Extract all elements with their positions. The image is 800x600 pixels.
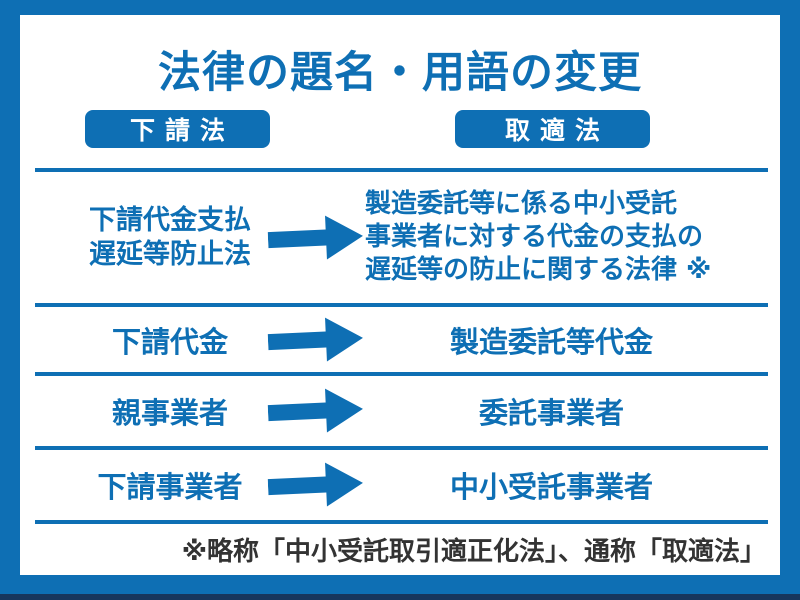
term-row-subcontractor: 下請事業者 中小受託事業者 [35, 446, 768, 520]
old-term-line: 下請代金支払 [89, 204, 251, 236]
arrow-cell [265, 388, 365, 434]
footnote: ※略称「中小受託取引適正化法」、通称「取適法」 [181, 537, 766, 567]
title-area: 法律の題名・用語の変更 [20, 15, 780, 110]
old-term-payment: 下請代金 [111, 324, 228, 359]
right-arrow-icon [267, 388, 363, 433]
law-name-badges: 下請法 取適法 [20, 110, 780, 168]
term-row-payment: 下請代金 製造委託等代金 [35, 303, 768, 372]
arrow-cell [265, 215, 365, 261]
term-row-law-title: 下請代金支払 遅延等防止法 製造委託等に係る中小受託 事業者に対する代金の支払の… [35, 168, 768, 303]
new-term-law-title: 製造委託等に係る中小受託 事業者に対する代金の支払の 遅延等の防止に関する法律 … [365, 188, 768, 287]
new-term-line: 遅延等の防止に関する法律 ※ [365, 255, 712, 285]
right-arrow-icon [267, 462, 363, 507]
new-term-line: 事業者に対する代金の支払の [365, 222, 704, 252]
old-term-law-title: 下請代金支払 遅延等防止法 [35, 204, 265, 272]
old-term-line: 遅延等防止法 [89, 238, 251, 270]
arrow-cell [265, 462, 365, 508]
old-law-badge: 下請法 [85, 110, 270, 148]
new-term-line: 製造委託等に係る中小受託 [365, 189, 678, 219]
content-panel: 法律の題名・用語の変更 下請法 取適法 下請代金支払 遅延等防止法 製造委託等に… [20, 15, 780, 575]
old-term-subcontractor: 下請事業者 [97, 470, 243, 504]
right-arrow-icon [267, 215, 363, 260]
old-term-parent-company: 親事業者 [111, 396, 228, 430]
term-row-parent-company: 親事業者 委託事業者 [35, 372, 768, 446]
new-term-parent-company: 委託事業者 [478, 396, 624, 430]
footnote-area: ※略称「中小受託取引適正化法」、通称「取適法」 [35, 520, 768, 575]
page-title: 法律の題名・用語の変更 [158, 47, 642, 98]
new-law-badge: 取適法 [455, 110, 650, 148]
new-term-payment: 製造委託等代金 [449, 324, 653, 359]
right-arrow-icon [267, 317, 363, 362]
new-term-subcontractor: 中小受託事業者 [449, 470, 653, 504]
bottom-strip [0, 594, 800, 600]
arrow-cell [265, 317, 365, 363]
